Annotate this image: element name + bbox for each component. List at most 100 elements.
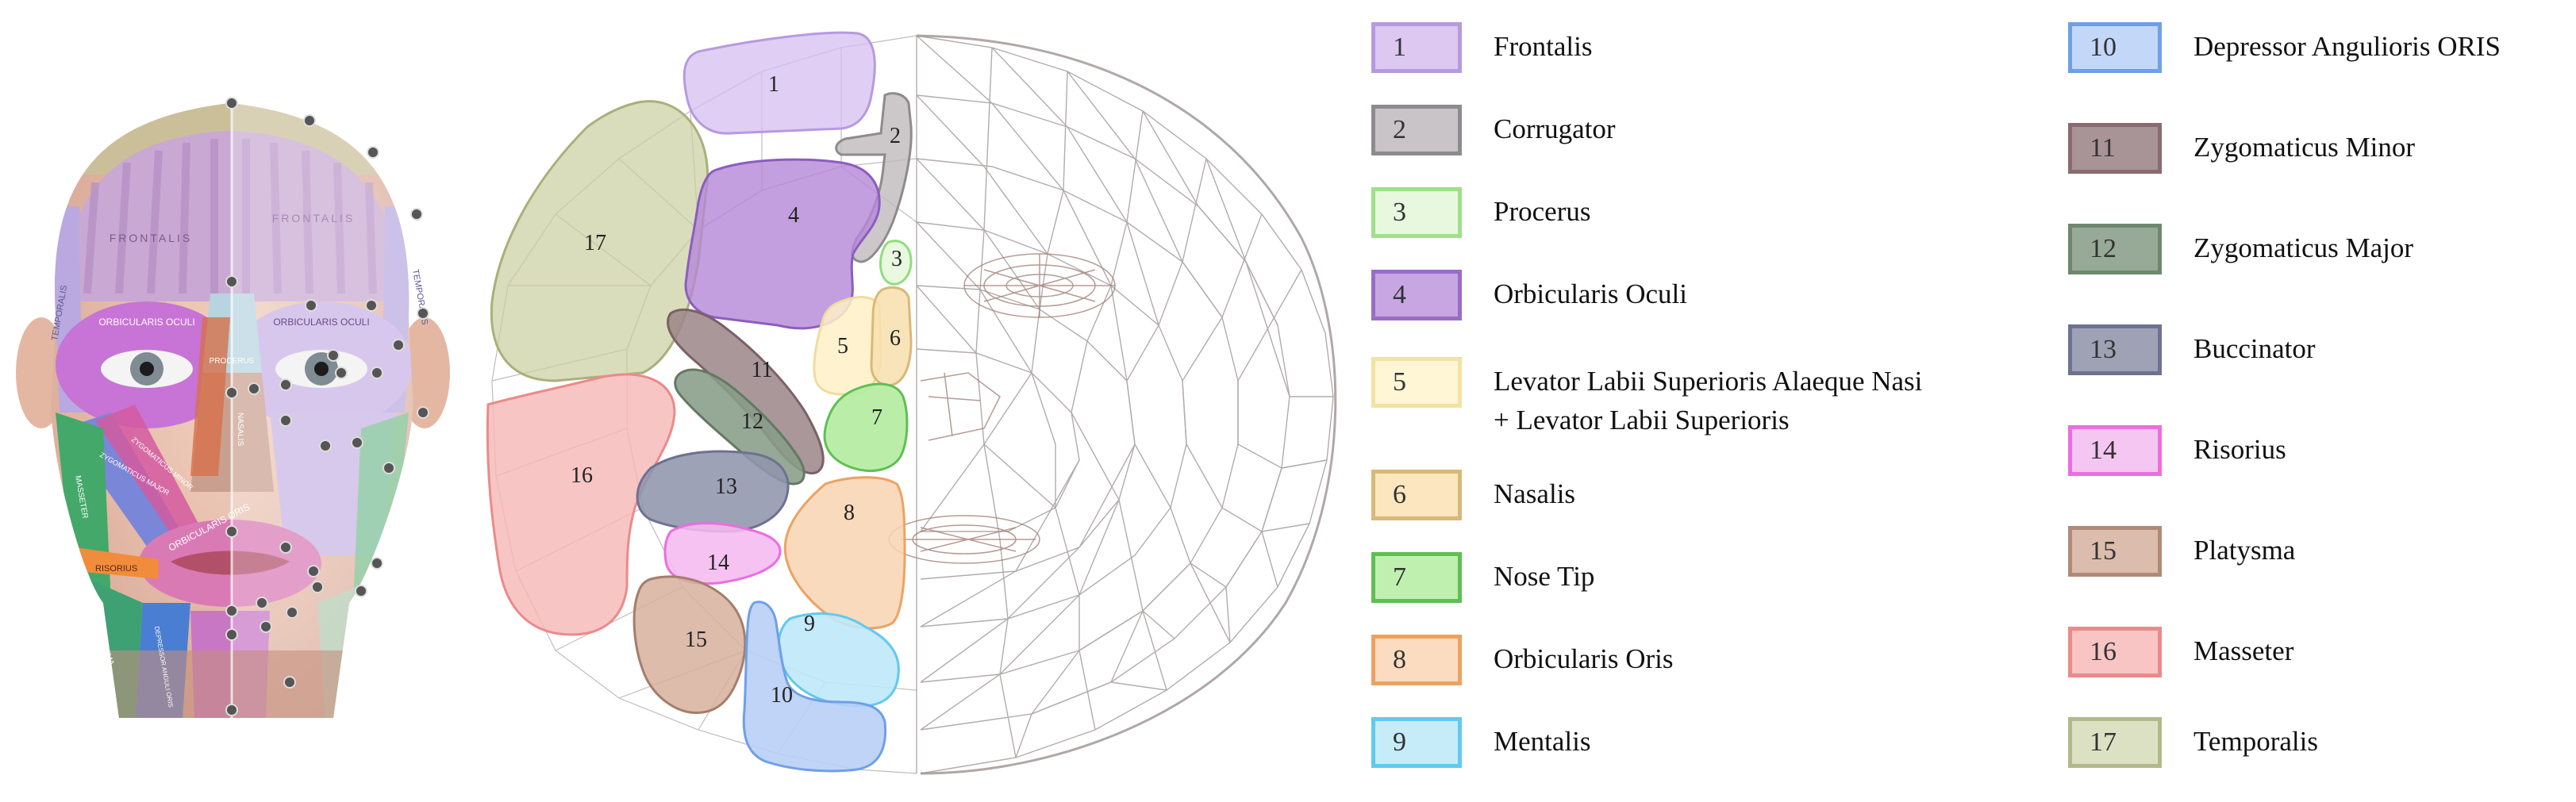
region-7-nose-tip bbox=[823, 382, 909, 472]
region-number-3: 3 bbox=[891, 247, 902, 271]
face-label-orbicularis-oculi-left: ORBICULARIS OCULI bbox=[98, 317, 194, 328]
legend-label: Zygomaticus Minor bbox=[2193, 132, 2415, 163]
landmark-point bbox=[260, 620, 272, 633]
legend-label: Zygomaticus Major bbox=[2193, 232, 2414, 263]
landmark-points bbox=[225, 97, 429, 716]
anatomical-face-illustration: FRONTALIS FRONTALIS TEMPORALIS TEMPORALI… bbox=[16, 97, 450, 718]
landmark-point bbox=[371, 557, 383, 570]
landmark-point bbox=[283, 676, 296, 689]
legend-swatch: 16 bbox=[2068, 627, 2162, 677]
legend-label: Masseter bbox=[2193, 635, 2294, 666]
legend-swatch: 7 bbox=[1371, 552, 1462, 603]
legend-swatch: 6 bbox=[1371, 470, 1462, 520]
mesh-diagram: 1 2 3 4 5 6 7 8 9 10 11 12 13 14 15 16 1… bbox=[486, 31, 1337, 775]
legend-label: Mentalis bbox=[1494, 726, 1591, 757]
legend-label-line: Levator Labii Superioris Alaeque Nasi bbox=[1494, 366, 1923, 397]
region-number-15: 15 bbox=[685, 627, 707, 652]
region-number-7: 7 bbox=[871, 405, 882, 430]
landmark-point bbox=[307, 565, 320, 578]
legend-label: Orbicularis Oculi bbox=[1494, 278, 1687, 309]
legend-swatch: 15 bbox=[2068, 526, 2162, 577]
legend-entry-17: 17 Temporalis bbox=[2068, 717, 2318, 768]
zygomaticus-minor-left-muscle bbox=[95, 405, 198, 539]
legend-label: Depressor Anguliorіs ORIS bbox=[2193, 31, 2501, 62]
landmark-point bbox=[319, 439, 332, 452]
landmark-point bbox=[279, 541, 292, 554]
legend-entry-4: 4 Orbicularis Oculi bbox=[1371, 270, 1687, 320]
landmark-point bbox=[367, 146, 379, 159]
region-number-11: 11 bbox=[752, 358, 773, 382]
legend-label: Corrugator bbox=[1494, 113, 1616, 144]
landmark-point bbox=[417, 307, 429, 320]
legend-label: Buccinator bbox=[2193, 333, 2316, 364]
nose-mesh-detail bbox=[920, 372, 1001, 441]
legend-label: Platysma bbox=[2193, 535, 2296, 566]
landmark-point bbox=[417, 406, 429, 419]
landmark-point bbox=[256, 597, 268, 609]
legend-label: Frontalis bbox=[1494, 31, 1593, 62]
left-pupil bbox=[140, 362, 154, 376]
legend-label: Nose Tip bbox=[1494, 561, 1595, 592]
region-number-5: 5 bbox=[837, 334, 848, 359]
legend-label: Nasalis bbox=[1494, 478, 1576, 509]
legend-swatch: 5 bbox=[1371, 357, 1462, 408]
landmark-point bbox=[225, 628, 238, 641]
landmark-point bbox=[225, 97, 238, 109]
legend-swatch: 4 bbox=[1371, 270, 1462, 320]
face-label-frontalis-right: FRONTALIS bbox=[272, 212, 356, 224]
region-number-16: 16 bbox=[571, 463, 593, 488]
region-2-corrugator bbox=[835, 92, 913, 263]
face-label-procerus: PROCERUS bbox=[210, 357, 255, 366]
lips bbox=[171, 551, 290, 575]
landmark-point bbox=[286, 606, 298, 619]
region-12-zygomaticus-major bbox=[674, 368, 805, 485]
region-1-frontalis bbox=[682, 31, 876, 135]
legend-label: Risorius bbox=[2193, 434, 2286, 465]
legend-swatch: 8 bbox=[1371, 635, 1462, 685]
legend-entry-8: 8 Orbicularis Oris bbox=[1371, 635, 1673, 685]
legend-swatch: 3 bbox=[1371, 187, 1462, 238]
legend-label: Orbicularis Oris bbox=[1494, 643, 1674, 674]
region-16-masseter bbox=[486, 373, 676, 636]
mesh-grid bbox=[916, 35, 1334, 774]
legend-swatch: 11 bbox=[2068, 123, 2162, 174]
legend-label-line: + Levator Labii Superioris bbox=[1494, 405, 1790, 436]
landmark-point bbox=[311, 581, 324, 593]
region-number-14: 14 bbox=[707, 551, 729, 575]
region-10-depressor-anguli-oris bbox=[742, 601, 887, 773]
neck bbox=[103, 650, 357, 718]
legend-entry-7: 7 Nose Tip bbox=[1371, 552, 1594, 603]
region-9-mentalis bbox=[777, 612, 900, 708]
region-number-9: 9 bbox=[804, 612, 815, 636]
mouth-mesh-detail bbox=[888, 515, 1040, 564]
landmark-point bbox=[383, 462, 395, 474]
legend-swatch: 17 bbox=[2068, 717, 2162, 768]
masseter-right-muscle bbox=[353, 413, 409, 603]
region-number-17: 17 bbox=[584, 231, 606, 255]
landmark-point bbox=[225, 386, 238, 399]
legend-label: Procerus bbox=[1494, 196, 1591, 227]
region-13-buccinator bbox=[636, 450, 790, 533]
legend-entry-15: 15 Platysma bbox=[2068, 526, 2295, 577]
legend-entry-6: 6 Nasalis bbox=[1371, 470, 1575, 520]
region-number-2: 2 bbox=[890, 124, 901, 148]
legend-label: Temporalis bbox=[2193, 726, 2318, 757]
landmark-point bbox=[303, 114, 316, 127]
region-number-10: 10 bbox=[771, 683, 793, 708]
region-number-1: 1 bbox=[768, 72, 779, 97]
eye-mesh-detail bbox=[963, 253, 1116, 318]
face-label-orbicularis-oculi-right: ORBICULARIS OCULI bbox=[273, 317, 369, 328]
legend-entry-16: 16 Masseter bbox=[2068, 627, 2293, 677]
legend-swatch: 10 bbox=[2068, 22, 2162, 73]
landmark-point bbox=[225, 604, 238, 617]
region-3-procerus bbox=[879, 240, 913, 286]
face-label-nasalis: NASALIS bbox=[236, 413, 244, 447]
mesh-outline bbox=[916, 34, 1337, 775]
frontalis-fibers bbox=[83, 139, 377, 294]
